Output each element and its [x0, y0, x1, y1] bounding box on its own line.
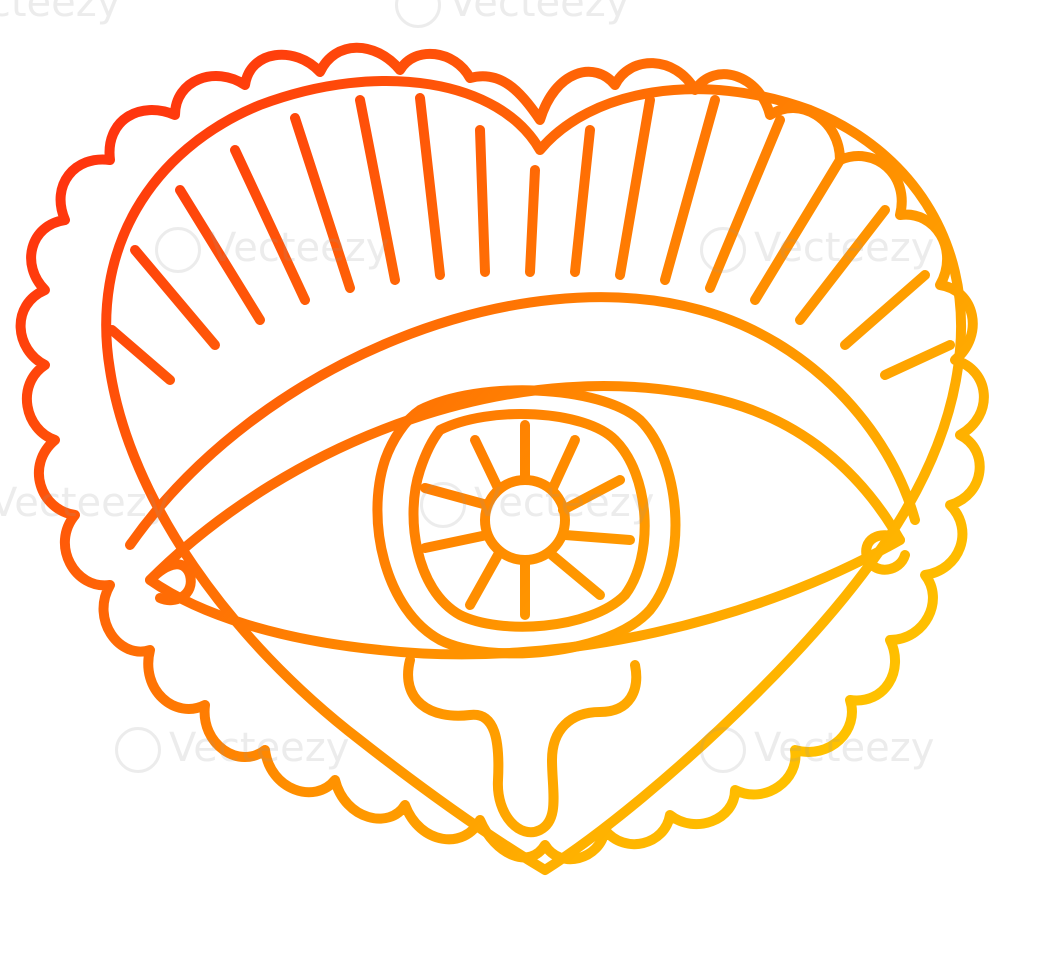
iris-spokes: [420, 420, 635, 620]
iris-inner-ring: [408, 408, 650, 632]
upper-eyelid: [125, 292, 920, 550]
eye-corner-left: [145, 559, 196, 606]
inner-heart: [101, 75, 967, 875]
tear-drip: [403, 655, 642, 837]
eyelash-rays: [107, 93, 955, 385]
eye-corner-right: [861, 530, 910, 575]
iris: [372, 385, 681, 659]
